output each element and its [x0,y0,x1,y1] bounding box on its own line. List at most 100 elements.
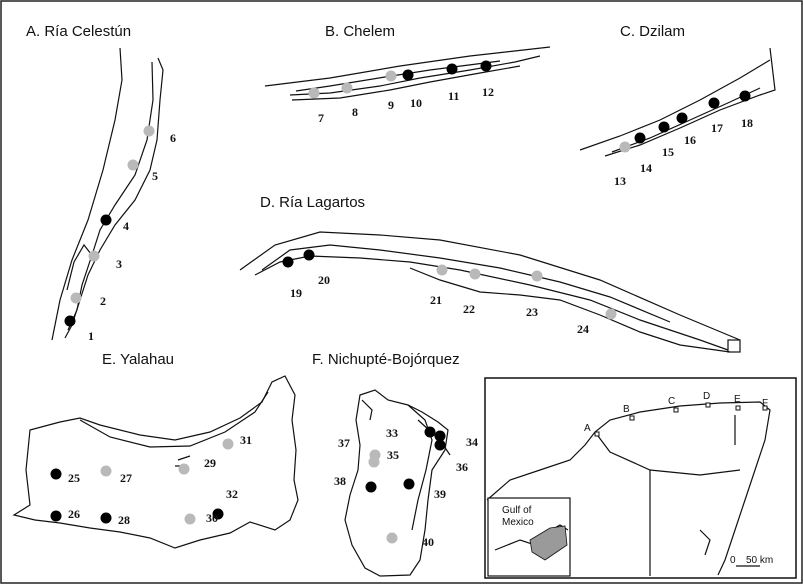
site-marker-33 [424,426,436,438]
site-number-6: 6 [170,131,176,145]
panel-e-title: E. Yalahau [102,351,174,368]
site-marker-9 [385,70,397,82]
site-number-36: 36 [456,460,468,474]
site-number-27: 27 [120,471,132,485]
site-marker-4 [100,214,112,226]
site-marker-12 [480,60,492,72]
site-marker-19 [282,256,294,268]
site-number-17: 17 [711,121,723,135]
site-number-28: 28 [118,513,130,527]
site-number-2: 2 [100,294,106,308]
site-number-12: 12 [482,85,494,99]
panel-a-title: A. Ría Celestún [26,23,131,40]
panel-b-title: B. Chelem [325,23,395,40]
panel-b-chelem: B. Chelem [264,23,551,101]
site-number-34: 34 [466,435,478,449]
site-number-19: 19 [290,286,302,300]
site-marker-1 [64,315,76,327]
gulf-label-2: Mexico [502,517,534,528]
site-marker-28 [100,512,112,524]
site-number-35: 35 [387,448,399,462]
site-marker-11 [446,63,458,75]
inset-letter-C: C [668,396,675,407]
site-marker-26 [50,510,62,522]
site-number-15: 15 [662,145,674,159]
site-marker-15 [658,121,670,133]
site-number-39: 39 [434,487,446,501]
site-number-20: 20 [318,273,330,287]
site-marker-24 [605,308,617,320]
site-marker-2 [70,292,82,304]
site-number-11: 11 [448,89,459,103]
site-marker-30 [184,513,196,525]
site-number-29: 29 [204,456,216,470]
site-number-13: 13 [614,174,626,188]
site-number-10: 10 [410,96,422,110]
site-number-30: 30 [206,511,218,525]
site-number-24: 24 [577,322,589,336]
site-marker-7 [308,87,320,99]
inset-yucatan-map: Gulf of Mexico 0 50 km A B C D E F [484,377,797,579]
site-number-3: 3 [116,257,122,271]
site-number-8: 8 [352,105,358,119]
site-marker-23 [531,270,543,282]
inset-marker-F [762,405,768,411]
site-marker-40 [386,532,398,544]
site-marker-32 [212,508,224,520]
site-number-38: 38 [334,474,346,488]
site-number-31: 31 [240,433,252,447]
site-marker-29 [178,463,190,475]
site-marker-16 [676,112,688,124]
inset-letter-D: D [703,391,710,402]
site-marker-6 [143,125,155,137]
site-number-33: 33 [386,426,398,440]
panel-f-title: F. Nichupté-Bojórquez [312,351,460,368]
site-number-32: 32 [226,487,238,501]
inset-site-markers: A B C D E F [584,391,768,437]
site-number-40: 40 [422,535,434,549]
panel-d-lagartos: D. Ría Lagartos [239,194,741,353]
scale-zero: 0 [730,555,736,566]
gulf-label-1: Gulf of [502,505,532,516]
site-marker-21 [436,264,448,276]
site-marker-14 [634,132,646,144]
scale-label: 50 km [746,555,773,566]
panel-d-title: D. Ría Lagartos [260,194,365,211]
site-number-7: 7 [318,111,324,125]
inset-marker-A [594,431,600,437]
panel-c-title: C. Dzilam [620,23,685,40]
site-marker-31 [222,438,234,450]
site-number-25: 25 [68,471,80,485]
site-marker-25 [50,468,62,480]
site-number-9: 9 [388,98,394,112]
site-marker-22 [469,268,481,280]
site-marker-10 [402,69,414,81]
site-number-21: 21 [430,293,442,307]
site-number-4: 4 [123,219,129,233]
inset-letter-E: E [734,394,741,405]
site-number-26: 26 [68,507,80,521]
site-number-14: 14 [640,161,652,175]
site-number-23: 23 [526,305,538,319]
site-marker-34 [434,430,446,442]
panel-e-yalahau: E. Yalahau [12,351,299,549]
site-number-16: 16 [684,133,696,147]
site-marker-27 [100,465,112,477]
site-number-37: 37 [338,436,350,450]
site-marker-13 [619,141,631,153]
site-marker-37 [368,456,380,468]
site-marker-3 [88,250,100,262]
site-marker-8 [341,82,353,94]
site-marker-36 [434,439,446,451]
site-marker-17 [708,97,720,109]
inset-marker-B [629,415,635,421]
site-marker-20 [303,249,315,261]
inset-letter-F: F [762,398,768,409]
inset-letter-A: A [584,423,591,434]
site-marker-18 [739,90,751,102]
inset-letter-B: B [623,404,630,415]
